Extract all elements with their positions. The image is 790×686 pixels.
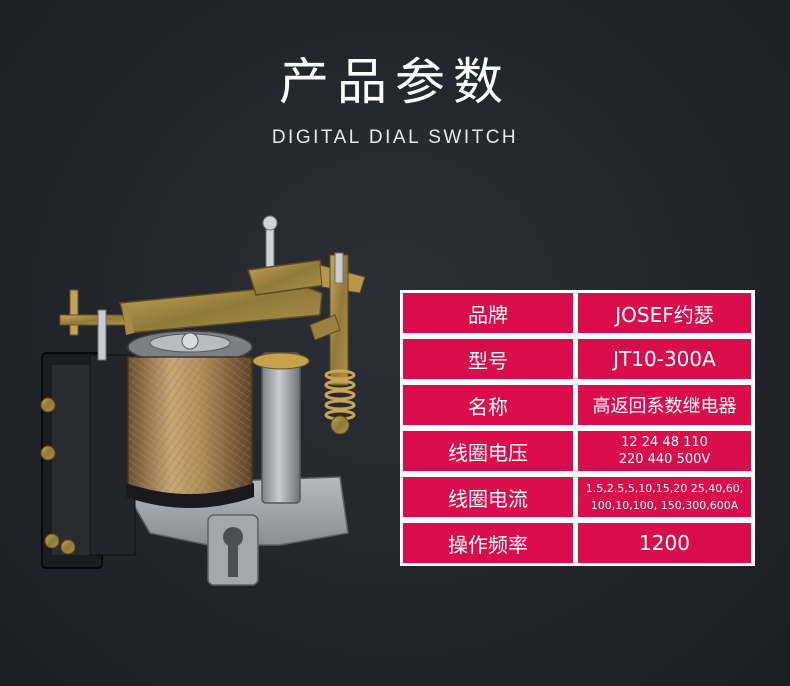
spec-label: 名称 — [403, 385, 573, 425]
spec-value-line: 220 440 500V — [618, 452, 711, 467]
spec-value: 1.5,2.5,5,10,15,20 25,40,60, 100,10,100,… — [578, 477, 751, 517]
spec-value: 高返回系数继电器 — [578, 385, 751, 425]
spec-label: 操作频率 — [403, 523, 573, 563]
spec-row-coil-current: 线圈电流 1.5,2.5,5,10,15,20 25,40,60, 100,10… — [400, 474, 755, 520]
spec-value-line: 12 24 48 110 — [621, 435, 708, 450]
spec-table: 品牌 JOSEF约瑟 型号 JT10-300A 名称 高返回系数继电器 线圈电压… — [400, 290, 755, 566]
spec-row-name: 名称 高返回系数继电器 — [400, 382, 755, 428]
spec-label: 品牌 — [403, 293, 573, 333]
page-title: 产品参数 — [279, 53, 511, 111]
spec-value: JOSEF约瑟 — [578, 293, 751, 333]
spec-row-operation-frequency: 操作频率 1200 — [400, 520, 755, 566]
spec-value: 12 24 48 110 220 440 500V — [578, 431, 751, 471]
spec-row-model: 型号 JT10-300A — [400, 336, 755, 382]
page-subtitle: DIGITAL DIAL SWITCH — [271, 127, 519, 148]
spec-value: 1200 — [578, 523, 751, 563]
spec-value-line: 100,10,100, 150,300,600A — [590, 499, 739, 512]
spec-label: 线圈电压 — [403, 431, 573, 471]
spec-value: JT10-300A — [578, 339, 751, 379]
spec-label: 型号 — [403, 339, 573, 379]
relay-product-image — [40, 215, 366, 586]
spec-row-brand: 品牌 JOSEF约瑟 — [400, 290, 755, 336]
spec-label: 线圈电流 — [403, 477, 573, 517]
spec-value-line: 1.5,2.5,5,10,15,20 25,40,60, — [585, 482, 744, 495]
spec-row-coil-voltage: 线圈电压 12 24 48 110 220 440 500V — [400, 428, 755, 474]
